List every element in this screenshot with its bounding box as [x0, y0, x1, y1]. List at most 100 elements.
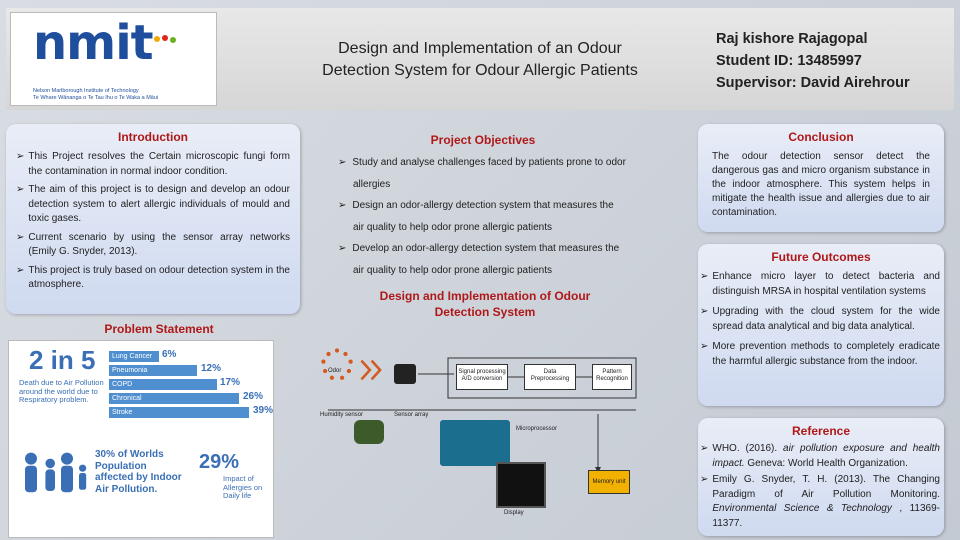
- logo-dots-icon: [154, 35, 176, 43]
- objective-cont: air quality to help odor prone allergic …: [353, 264, 553, 276]
- introduction-heading: Introduction: [118, 130, 188, 144]
- nmit-logo: nmit Nelson Marlborough Institute of Tec…: [10, 12, 217, 106]
- author-name: Raj kishore Rajagopal: [716, 31, 868, 47]
- reference-panel: Reference ➢ WHO. (2016). air pollution e…: [698, 418, 944, 536]
- intro-bullet-text: This Project resolves the Certain micros…: [28, 151, 290, 177]
- logo-tagline: Nelson Marlborough Institute of Technolo…: [33, 88, 158, 101]
- reference-text: Emily G. Snyder, T. H. (2013). The Chang…: [712, 473, 940, 531]
- title-line-2: Detection System for Odour Allergic Pati…: [322, 62, 638, 79]
- student-id: Student ID: 13485997: [716, 53, 862, 69]
- poster-title: Design and Implementation of an Odour De…: [268, 38, 692, 82]
- objective-text: Study and analyse challenges faced by pa…: [352, 157, 626, 168]
- objective-bullet: ➢ Develop an odor-allergy detection syst…: [338, 238, 668, 260]
- supervisor: Supervisor: David Airehrour: [716, 75, 910, 91]
- arrow-bullet-icon: ➢: [700, 341, 709, 352]
- sample-icon: [354, 420, 384, 444]
- objectives-section: Project Objectives ➢ Study and analyse c…: [328, 130, 668, 280]
- bar-chronical: Chronical: [109, 393, 239, 404]
- objective-bullet: ➢ Study and analyse challenges faced by …: [338, 152, 668, 174]
- future-outcomes-panel: Future Outcomes ➢ Enhance micro layer to…: [698, 244, 944, 406]
- impact-value: 29%: [199, 451, 240, 473]
- ref1-tail: Geneva: World Health Organization.: [744, 457, 908, 469]
- display-label: Display: [504, 510, 524, 516]
- bar-value: 12%: [201, 363, 222, 374]
- arrow-bullet-icon: ➢: [700, 306, 709, 317]
- objective-bullet: ➢ Design an odor-allergy detection syste…: [338, 195, 668, 217]
- conclusion-text: The odour detection sensor detect the da…: [712, 151, 930, 218]
- arrow-bullet-icon: ➢: [338, 200, 347, 211]
- bar-value: 6%: [162, 349, 177, 360]
- intro-bullet-text: Current scenario by using the sensor arr…: [28, 231, 290, 258]
- odor-label: Odor: [328, 368, 342, 374]
- arrow-bullet-icon: ➢: [16, 151, 25, 162]
- ref2-tail: , 11369-11377.: [712, 503, 940, 529]
- reference-heading: Reference: [791, 424, 851, 438]
- arrow-bullet-icon: ➢: [16, 264, 25, 276]
- bar-stroke: Stroke: [109, 407, 249, 418]
- bar-value: 26%: [243, 391, 264, 402]
- design-heading: Design and Implementation of Odour Detec…: [330, 288, 640, 320]
- arrow-bullet-icon: ➢: [16, 231, 25, 243]
- microprocessor-label: Microprocessor: [516, 426, 558, 432]
- stat-two-in-five: 2 in 5: [29, 345, 96, 375]
- conclusion-heading: Conclusion: [788, 130, 854, 144]
- future-bullet: ➢ Upgrading with the cloud system for th…: [700, 305, 940, 334]
- connector-lines: [328, 357, 637, 473]
- intro-bullet: ➢ This project is truly based on odour d…: [16, 264, 290, 293]
- conclusion-panel: Conclusion The odour detection sensor de…: [698, 124, 944, 232]
- ref1-plain: WHO. (2016).: [712, 443, 784, 454]
- display-module: [496, 462, 546, 508]
- future-bullet-text: Upgrading with the cloud system for the …: [712, 306, 940, 332]
- data-preprocessing-box: Data Preprocessing: [524, 364, 576, 390]
- logo-tagline-1: Nelson Marlborough Institute of Technolo…: [33, 88, 139, 94]
- bar-value: 17%: [220, 377, 241, 388]
- author-block: Raj kishore Rajagopal Student ID: 134859…: [716, 28, 956, 94]
- problem-heading: Problem Statement: [104, 322, 214, 336]
- pattern-recognition-box: Pattern Recognition: [592, 364, 632, 390]
- objectives-heading: Project Objectives: [430, 133, 536, 147]
- arrow-bullet-icon: ➢: [338, 243, 347, 254]
- bar-lung-cancer: Lung Cancer: [109, 351, 159, 362]
- design-heading-1: Design and Implementation of Odour: [379, 289, 591, 303]
- objective-cont: air quality to help odor prone allergic …: [353, 221, 553, 233]
- intro-bullet-text: The aim of this project is to design and…: [28, 184, 290, 224]
- design-heading-2: Detection System: [434, 305, 536, 319]
- sensor-array-label: Sensor array: [394, 412, 429, 418]
- objective-cont: allergies: [353, 178, 391, 190]
- objective-text: Design an odor-allergy detection system …: [352, 200, 614, 211]
- title-line-1: Design and Implementation of an Odour: [338, 40, 622, 57]
- impact-text: Impact of Allergies on Daily life: [223, 474, 263, 500]
- odor-cloud-icon: [321, 348, 353, 380]
- stat-death-text: Death due to Air Pollution around the wo…: [19, 378, 104, 404]
- bar-value: 39%: [253, 405, 274, 416]
- future-bullet: ➢ Enhance micro layer to detect bacteria…: [700, 270, 940, 299]
- arrow-bullet-icon: ➢: [16, 184, 25, 195]
- ref2-plain: Emily G. Snyder, T. H. (2013). The Chang…: [712, 474, 940, 500]
- population-text: 30% of Worlds Population affected by Ind…: [95, 449, 182, 495]
- signal-processing-box: Signal processing A/D conversion: [456, 364, 508, 390]
- memory-unit-box: Memory unit: [588, 470, 630, 494]
- ref2-italic: Environmental Science & Technology: [712, 503, 892, 514]
- future-bullet-text: Enhance micro layer to detect bacteria a…: [712, 271, 940, 297]
- objective-text: Develop an odor-allergy detection system…: [352, 243, 620, 254]
- reference-item: ➢ WHO. (2016). air pollution exposure an…: [700, 442, 940, 471]
- arrow-bullet-icon: ➢: [700, 443, 709, 454]
- future-heading: Future Outcomes: [771, 250, 871, 264]
- arrow-bullet-icon: ➢: [700, 474, 709, 485]
- sample-label: Humidity sensor: [320, 412, 364, 418]
- reference-item: ➢ Emily G. Snyder, T. H. (2013). The Cha…: [700, 473, 940, 531]
- sensor-array-chip: [394, 364, 416, 384]
- arrow-bullet-icon: ➢: [700, 271, 709, 282]
- intro-bullet: ➢ Current scenario by using the sensor a…: [16, 231, 290, 260]
- logo-tagline-2: Te Whare Wānanga o Te Tau Ihu o Te Waka …: [33, 94, 159, 101]
- intro-bullet: ➢ This Project resolves the Certain micr…: [16, 150, 290, 179]
- bar-copd: COPD: [109, 379, 217, 390]
- introduction-panel: Introduction ➢ This Project resolves the…: [6, 124, 300, 314]
- intro-bullet: ➢ The aim of this project is to design a…: [16, 183, 290, 227]
- problem-infographic: 2 in 5 Death due to Air Pollution around…: [8, 340, 274, 538]
- people-icon: [25, 452, 87, 493]
- flow-arrows-icon: [360, 359, 382, 381]
- system-block-diagram: Odor Signal processing A/D conversion Da…: [318, 344, 638, 520]
- future-bullet-text: More prevention methods to completely er…: [712, 341, 940, 367]
- logo-word: nmit: [33, 15, 154, 71]
